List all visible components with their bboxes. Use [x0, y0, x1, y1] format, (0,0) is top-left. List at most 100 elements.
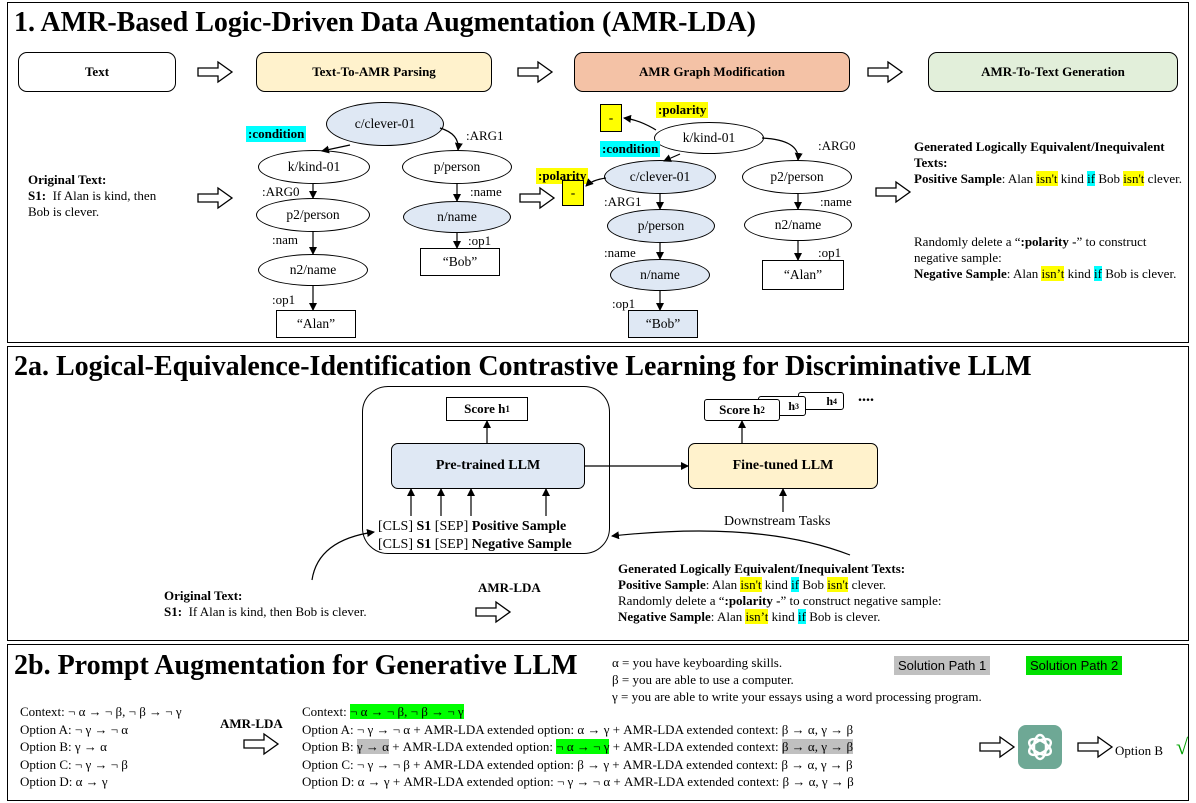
panel-2b-title: 2b. Prompt Augmentation for Generative L…: [14, 650, 578, 681]
input2-sep: [SEP]: [431, 537, 472, 552]
input2-neg: Negative Sample: [471, 537, 572, 552]
g1-edge-arg1: [439, 127, 463, 151]
g1-op1-label-alan: :op1: [272, 292, 296, 307]
panel-prompt-augmentation: [7, 644, 1189, 801]
g1-p2-node: p2/person: [256, 198, 370, 232]
p1-pos-bob: Bob: [1095, 171, 1124, 186]
g2-condition-tag: :condition: [600, 141, 661, 157]
g1-op1-label-bob: :op1: [468, 233, 492, 248]
block-arrow-4: [519, 186, 556, 210]
g2-clever-node: c/clever-01: [604, 160, 716, 194]
p1-neg-text-a: : Alan: [1006, 266, 1042, 281]
g2-op1-label-alan: :op1: [818, 245, 842, 260]
p1-s1-text: If Alan is kind, then Bob is clever.: [28, 188, 157, 219]
g1-condition-tag: :condition: [246, 126, 307, 142]
input1-s1: S1: [416, 519, 432, 534]
pretrained-inputs: [CLS] S1 [SEP] Positive Sample [CLS] S1 …: [378, 518, 572, 554]
p1-original-text: Original Text: S1: If Alan is kind, then…: [28, 172, 178, 220]
g2-polarity-tag-top: :polarity: [656, 102, 709, 118]
h3-sub: 3: [795, 401, 799, 411]
p2a-pos-if: if: [791, 577, 800, 592]
g1-clever-node: c/clever-01: [326, 102, 444, 146]
input2-s1: S1: [416, 537, 432, 552]
p1-pos-if: if: [1087, 171, 1096, 186]
stage-text-to-amr-label: Text-To-AMR Parsing: [312, 64, 436, 79]
p2a-rand-b: :polarity -: [724, 593, 781, 608]
g2-name-label-left: :name: [604, 245, 636, 260]
g2-edge-polarity-top: [623, 114, 657, 131]
p1-pos-clever: clever.: [1144, 171, 1182, 186]
p2a-neg-kind: kind: [768, 609, 798, 624]
aug-context-label: Context:: [302, 704, 351, 719]
stage-amr-to-text-label: AMR-To-Text Generation: [981, 64, 1125, 79]
h3-label: h: [788, 398, 795, 413]
g2-n2-node: n2/name: [744, 209, 852, 241]
variable-definitions: α = you have keyboarding skills. β = you…: [612, 654, 982, 705]
stage-graph-modification-label: AMR Graph Modification: [639, 64, 785, 79]
answer-option-b: Option B: [1115, 743, 1164, 758]
block-arrow-3: [197, 186, 234, 210]
p1-pos-kind: kind: [1057, 171, 1088, 186]
g2-minus-top: -: [600, 104, 622, 132]
p1-original-title: Original Text:: [28, 172, 107, 187]
p2a-s1-text: If Alan is kind, then Bob is clever.: [188, 604, 367, 619]
g2-arg0-label: :ARG0: [818, 138, 856, 153]
more-scores-dots: ....: [858, 388, 874, 405]
edge-generated-to-input: [611, 530, 851, 556]
p1-pos-isnt-2: isn't: [1123, 171, 1145, 186]
g2-person-node: p/person: [607, 209, 715, 243]
p1-pos-isnt-1: isn't: [1036, 171, 1058, 186]
block-arrow-7: [243, 732, 280, 756]
panel-2a-title: 2a. Logical-Equivalence-Identification C…: [14, 351, 1032, 382]
orig-option-b: Option B: γ → α: [20, 739, 107, 754]
p1-neg-kind: kind: [1064, 266, 1094, 281]
aug-option-b-orig: γ → α: [356, 739, 389, 754]
g1-nname-node: n/name: [403, 201, 511, 233]
aug-option-b-ext: ¬ α → ¬ γ: [556, 739, 610, 754]
aug-context-value: ¬ α → ¬ β, ¬ β → ¬ γ: [350, 704, 464, 719]
g1-person-node: p/person: [402, 150, 512, 184]
solution-path-2-legend: Solution Path 2: [1026, 656, 1123, 675]
aug-option-b-c: + AMR-LDA extended option:: [388, 739, 557, 754]
aug-option-c: Option C: ¬ γ → ¬ β + AMR-LDA extended o…: [302, 756, 853, 772]
input2-cls: [CLS]: [378, 537, 417, 552]
finetuned-llm-label: Fine-tuned LLM: [732, 458, 834, 473]
gamma-def: γ = you are able to write your essays us…: [612, 689, 982, 704]
beta-def: β = you are able to use a computer.: [612, 672, 794, 687]
block-arrow-6: [475, 600, 512, 624]
g1-bob-node: “Bob”: [420, 248, 500, 276]
downstream-tasks: Downstream Tasks: [724, 514, 831, 529]
score-h1-sub: 1: [505, 404, 510, 414]
chatgpt-logo-icon: [1018, 725, 1062, 769]
p1-rand-b: :polarity -: [1020, 234, 1077, 249]
stage-text-label: Text: [84, 64, 110, 79]
p2a-pos-label: Positive Sample: [618, 577, 706, 592]
p2a-s1-label: S1:: [164, 604, 183, 619]
stage-text: Text: [18, 52, 176, 92]
original-prompt: Context: ¬ α → ¬ β, ¬ β → ¬ γ Option A: …: [20, 703, 182, 791]
edge-original-to-input: [311, 529, 375, 581]
p1-neg-bobis: Bob is clever.: [1101, 266, 1177, 281]
alpha-def: α = you have keyboarding skills.: [612, 655, 783, 670]
block-arrow-0: [197, 60, 234, 84]
aug-option-b-e: + AMR-LDA extended context:: [609, 739, 782, 754]
p2a-pos-isnt-2: isn't: [827, 577, 849, 592]
aug-option-b-a: Option B:: [302, 739, 357, 754]
g2-p2-node: p2/person: [742, 160, 852, 194]
h4-sub: 4: [833, 396, 837, 406]
g2-name-label-right: :name: [820, 194, 852, 209]
answer-check-mark: √: [1176, 734, 1189, 759]
block-arrow-2: [867, 60, 904, 84]
p2a-amr-lda-label: AMR-LDA: [478, 580, 541, 595]
finetuned-llm-box: Fine-tuned LLM: [688, 443, 878, 489]
block-arrow-9: [1077, 735, 1114, 759]
aug-option-d: Option D: α → γ + AMR-LDA extended optio…: [302, 774, 854, 789]
p1-pos-label: Positive Sample: [914, 171, 1002, 186]
input1-pos: Positive Sample: [471, 519, 567, 534]
pretrained-llm-box: Pre-trained LLM: [391, 443, 585, 489]
g2-edge-arg0: [761, 137, 803, 161]
pretrained-container: [362, 386, 610, 554]
